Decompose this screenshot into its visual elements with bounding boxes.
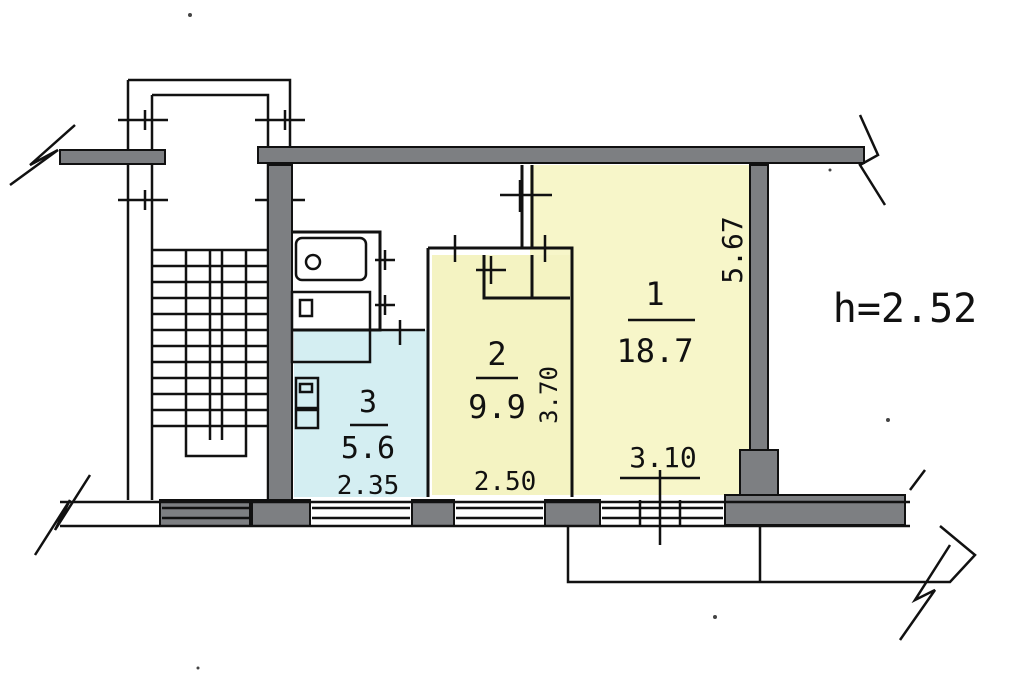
windows	[162, 500, 723, 526]
room-3-width: 2.35	[337, 471, 400, 501]
room-2-fill	[432, 255, 570, 495]
room-3-labels: 3 5.6 2.35	[337, 385, 400, 501]
toilet-icon	[294, 376, 320, 430]
break-marks	[9, 114, 952, 641]
sink-icon	[290, 290, 372, 364]
room-1-width: 3.10	[629, 441, 696, 474]
room-2-area: 9.9	[468, 388, 526, 426]
walls	[59, 146, 910, 528]
balcony	[566, 470, 977, 584]
speck-dots	[188, 13, 890, 670]
room-1-length: 5.67	[716, 216, 749, 283]
ceiling-height-label: h=2.52	[833, 286, 978, 332]
stairwell	[118, 78, 305, 500]
room-2-number: 2	[487, 335, 506, 373]
bathtub-icon	[294, 236, 368, 282]
room-3-fill	[294, 330, 428, 497]
room-2-labels: 2 9.9 2.50 3.70	[468, 335, 563, 497]
room-2-width: 2.50	[474, 467, 537, 497]
room-1-labels: 1 18.7 3.10 5.67	[616, 216, 749, 474]
room-2-length: 3.70	[535, 366, 563, 424]
room-1-area: 18.7	[616, 332, 693, 370]
room-1-number: 1	[645, 275, 664, 313]
room-3-number: 3	[359, 385, 377, 420]
partitions	[292, 165, 574, 497]
room-3-area: 5.6	[341, 431, 395, 466]
